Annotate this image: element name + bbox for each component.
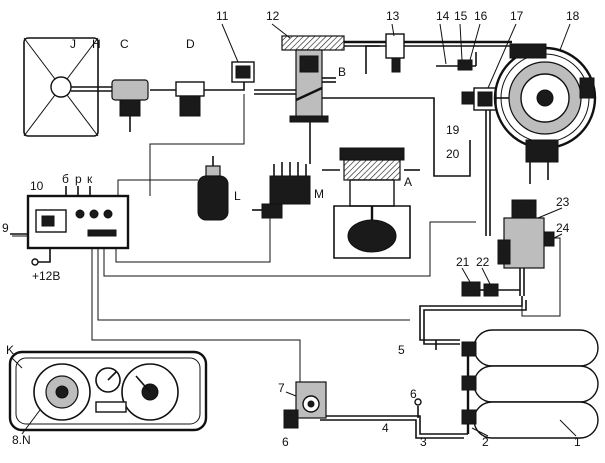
- label-21: 21: [456, 255, 470, 269]
- label-h: H: [92, 37, 101, 51]
- label-2: 2: [482, 435, 489, 449]
- label-4: 4: [382, 421, 389, 435]
- label-20: 20: [446, 147, 460, 161]
- instrument-cluster-k: [8, 350, 208, 432]
- label-15: 15: [454, 9, 468, 23]
- gas-line-top: [344, 33, 512, 74]
- label-m: M: [314, 187, 324, 201]
- label-17: 17: [510, 9, 524, 23]
- label-b: B: [338, 65, 346, 79]
- label-12v: +12В: [32, 269, 60, 283]
- filler-line: [320, 398, 468, 439]
- carburettor-mixer: [281, 35, 345, 123]
- label-k: K: [6, 343, 14, 357]
- leader-lines: [11, 23, 577, 437]
- gas-cylinders: [461, 329, 599, 439]
- label-d: D: [186, 37, 195, 51]
- label-6-right: 6: [410, 387, 417, 401]
- label-12: 12: [266, 9, 280, 23]
- label-19: 19: [446, 123, 460, 137]
- label-9: 9: [2, 221, 9, 235]
- switch-unit: [10, 186, 130, 266]
- label-l: L: [234, 189, 241, 203]
- petrol-solenoid-11: [231, 61, 296, 95]
- label-3: 3: [420, 435, 427, 449]
- air-pipe: [71, 86, 112, 92]
- lpg-filter-23: [497, 199, 555, 296]
- label-6-left: 6: [282, 435, 289, 449]
- label-14: 14: [436, 9, 450, 23]
- valves-21-22: [461, 281, 520, 297]
- label-16: 16: [474, 9, 488, 23]
- label-b-cyr: б: [62, 172, 69, 186]
- label-24: 24: [556, 221, 570, 235]
- vacuum-line-19: [322, 97, 471, 177]
- label-7: 7: [278, 381, 285, 395]
- label-1: 1: [574, 435, 581, 449]
- label-c: C: [120, 37, 129, 51]
- reducer-18: [493, 43, 597, 184]
- label-k-cyr: к: [87, 172, 93, 186]
- distributor-m: [252, 162, 311, 219]
- petrol-pump-c: [111, 79, 176, 132]
- label-23: 23: [556, 195, 570, 209]
- labels: 11 12 13 14 15 16 17 18 J H C D B 19 20 …: [2, 9, 581, 449]
- ignition-coil-l: [197, 156, 229, 221]
- gas-line-5: [419, 296, 527, 350]
- fuel-filter-d: [175, 81, 232, 117]
- engine-a: [309, 122, 420, 259]
- label-5: 5: [398, 343, 405, 357]
- filler-unit: [283, 381, 327, 429]
- label-18: 18: [566, 9, 580, 23]
- label-r-cyr: р: [75, 172, 82, 186]
- label-10: 10: [30, 179, 44, 193]
- label-13: 13: [386, 9, 400, 23]
- label-a: A: [404, 175, 412, 189]
- label-8n: 8.N: [12, 433, 31, 447]
- label-11: 11: [216, 9, 229, 23]
- gas-line-20: [485, 110, 491, 236]
- label-22: 22: [476, 255, 490, 269]
- label-j: J: [70, 37, 76, 51]
- gas-solenoid-17: [461, 87, 512, 111]
